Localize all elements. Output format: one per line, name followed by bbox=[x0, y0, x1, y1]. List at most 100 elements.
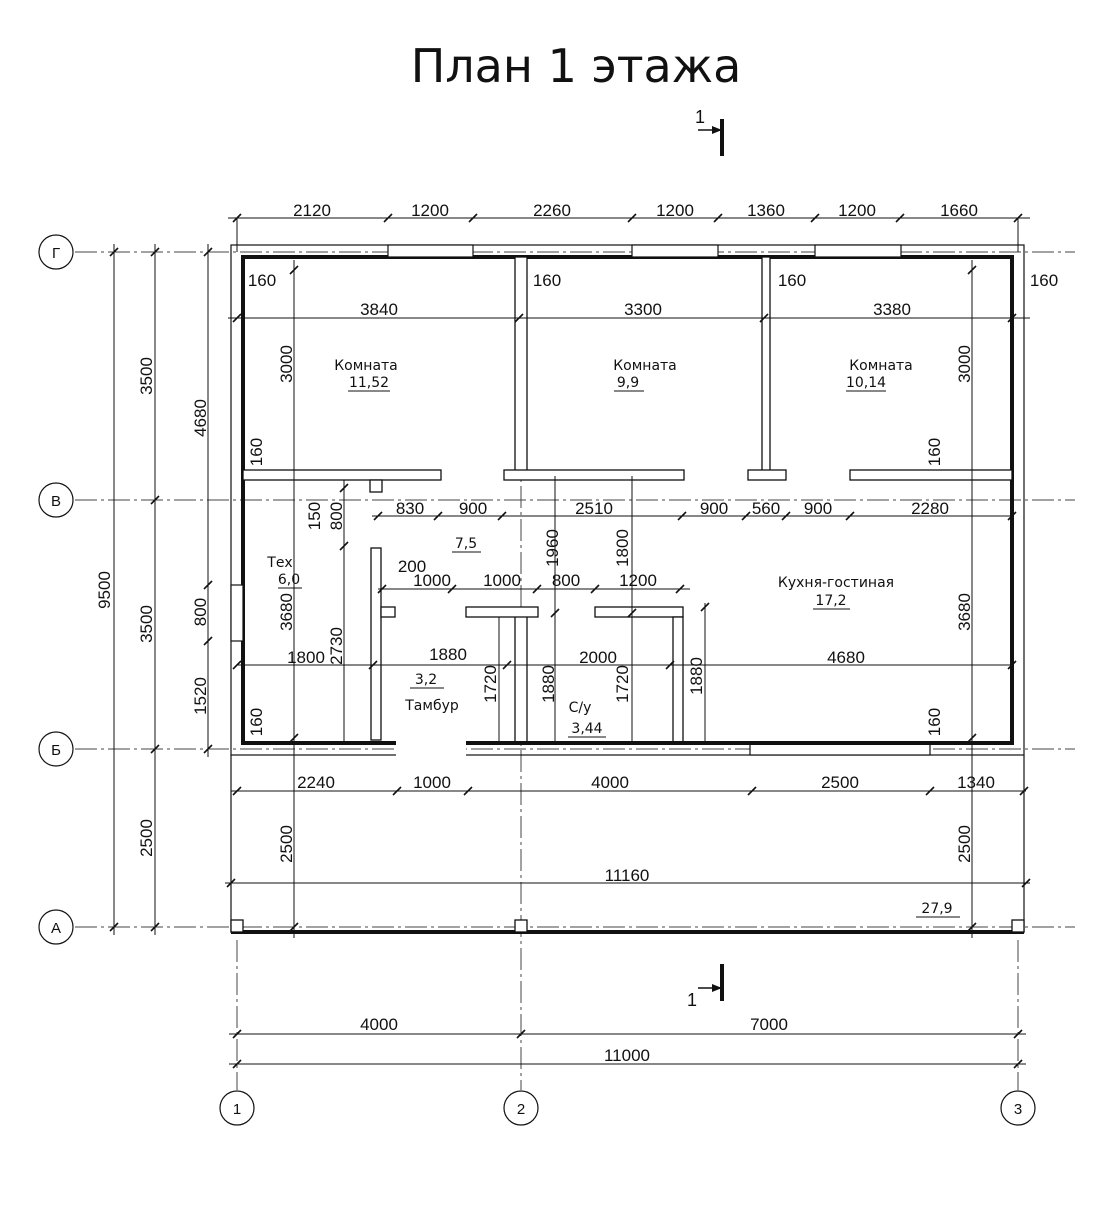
room-wc-name: С/у bbox=[569, 700, 592, 716]
room-tech-area: 6,0 bbox=[278, 572, 300, 588]
dim-room-height-right: 3000 bbox=[955, 345, 974, 383]
dim-200: 200 bbox=[398, 557, 426, 576]
dim-terrace-height-right: 2500 bbox=[955, 825, 974, 863]
section-mark-bottom: 1 bbox=[687, 964, 724, 1010]
dim-top-3: 2260 bbox=[533, 201, 571, 220]
axis-lines bbox=[75, 251, 1075, 1090]
svg-text:Б: Б bbox=[51, 742, 61, 759]
room-terrace-area: 27,9 bbox=[921, 901, 952, 917]
svg-text:3: 3 bbox=[1014, 1101, 1022, 1118]
section-label-top: 1 bbox=[695, 107, 705, 127]
dim-room-width-1: 3840 bbox=[360, 300, 398, 319]
room-2-area: 9,9 bbox=[617, 375, 639, 391]
axis-bubble-row-b: Б bbox=[38, 731, 74, 767]
room-labels: Комната 11,52 Комната 9,9 Комната 10,14 … bbox=[266, 358, 960, 918]
dim-top-4: 1200 bbox=[656, 201, 694, 220]
room-vestibule-area: 3,2 bbox=[415, 672, 437, 688]
dim-lower-3: 2000 bbox=[579, 648, 617, 667]
axis-bubble-row-g: Г bbox=[38, 234, 74, 270]
dimension-texts: 2120 1200 2260 1200 1360 1200 1660 160 1… bbox=[95, 201, 1058, 1065]
dim-160-v-right: 160 bbox=[925, 438, 944, 466]
dim-mid-7: 2280 bbox=[911, 499, 949, 518]
dim-left-total: 9500 bbox=[95, 571, 114, 609]
dim-terrace-5: 1340 bbox=[957, 773, 995, 792]
dim-terrace-3: 4000 bbox=[591, 773, 629, 792]
svg-text:2: 2 bbox=[517, 1101, 525, 1118]
dim-top-6: 1200 bbox=[838, 201, 876, 220]
room-wc-area: 3,44 bbox=[571, 721, 602, 737]
dim-left-outer-2: 3500 bbox=[137, 605, 156, 643]
dim-160-v-left: 160 bbox=[247, 438, 266, 466]
dim-terrace-height-left: 2500 bbox=[277, 825, 296, 863]
axis-bubble-row-v: В bbox=[38, 482, 74, 518]
dim-3680-right: 3680 bbox=[955, 593, 974, 631]
svg-text:А: А bbox=[51, 920, 61, 937]
room-tech-name: Тех bbox=[266, 555, 292, 571]
dim-mid-5: 560 bbox=[752, 499, 780, 518]
dim-room-width-2: 3300 bbox=[624, 300, 662, 319]
room-2-name: Комната bbox=[613, 358, 677, 374]
svg-text:В: В bbox=[51, 493, 61, 510]
dim-160-c: 160 bbox=[778, 271, 806, 290]
dim-axis-total: 11000 bbox=[604, 1046, 650, 1065]
dim-room-width-3: 3380 bbox=[873, 300, 911, 319]
room-kitchen-name: Кухня-гостиная bbox=[778, 575, 894, 591]
axis-bubble-col-1: 1 bbox=[219, 1090, 255, 1126]
dim-left-outer-3: 2500 bbox=[137, 819, 156, 857]
dim-terrace-2: 1000 bbox=[413, 773, 451, 792]
room-3-area: 10,14 bbox=[846, 375, 886, 391]
axis-bubble-row-a: А bbox=[38, 909, 74, 945]
dim-top-7: 1660 bbox=[940, 201, 978, 220]
dim-2730: 2730 bbox=[327, 627, 346, 665]
dim-terrace-4: 2500 bbox=[821, 773, 859, 792]
dim-1960: 1960 bbox=[543, 529, 562, 567]
dim-1880-a: 1880 bbox=[539, 665, 558, 703]
dim-1880-b: 1880 bbox=[687, 657, 706, 695]
svg-text:Г: Г bbox=[52, 245, 60, 262]
dim-mid-3: 2510 bbox=[575, 499, 613, 518]
walls bbox=[230, 244, 1025, 934]
room-kitchen-area: 17,2 bbox=[815, 593, 846, 609]
dim-1720-a: 1720 bbox=[481, 665, 500, 703]
dim-axis-2-3: 7000 bbox=[750, 1015, 788, 1034]
dim-3680-left: 3680 bbox=[277, 593, 296, 631]
dim-160-v-lower-right: 160 bbox=[925, 708, 944, 736]
dim-160-b: 160 bbox=[533, 271, 561, 290]
dim-mid-6: 900 bbox=[804, 499, 832, 518]
room-vestibule-name: Тамбур bbox=[404, 698, 459, 714]
dim-1720-b: 1720 bbox=[613, 665, 632, 703]
dim-1800-v: 1800 bbox=[613, 529, 632, 567]
dim-mid-1: 830 bbox=[396, 499, 424, 518]
section-mark-top: 1 bbox=[695, 107, 724, 156]
dim-door-3: 800 bbox=[552, 571, 580, 590]
dim-mid-2: 900 bbox=[459, 499, 487, 518]
axis-bubble-col-2: 2 bbox=[503, 1090, 539, 1126]
dim-terrace-1: 2240 bbox=[297, 773, 335, 792]
section-label-bottom: 1 bbox=[687, 990, 697, 1010]
dim-lower-2: 1880 bbox=[429, 645, 467, 664]
room-1-area: 11,52 bbox=[349, 375, 389, 391]
dim-door-4: 1200 bbox=[619, 571, 657, 590]
svg-text:1: 1 bbox=[233, 1101, 241, 1118]
dim-door-1: 1000 bbox=[413, 571, 451, 590]
room-hall-area: 7,5 bbox=[455, 536, 477, 552]
dim-top-5: 1360 bbox=[747, 201, 785, 220]
dim-left-inner-2: 800 bbox=[191, 598, 210, 626]
dim-160-a: 160 bbox=[248, 271, 276, 290]
dim-top-1: 2120 bbox=[293, 201, 331, 220]
dim-door-2: 1000 bbox=[483, 571, 521, 590]
dimension-ticks bbox=[109, 213, 1031, 1069]
dim-160-d: 160 bbox=[1030, 271, 1058, 290]
dim-mid-4: 900 bbox=[700, 499, 728, 518]
dim-total-inner: 11160 bbox=[605, 866, 650, 885]
plan-title: План 1 этажа bbox=[411, 39, 742, 93]
dim-160-v-lower-left: 160 bbox=[247, 708, 266, 736]
dim-left-inner-3: 1520 bbox=[191, 677, 210, 715]
dim-lower-4: 4680 bbox=[827, 648, 865, 667]
room-1-name: Комната bbox=[334, 358, 398, 374]
dim-150: 150 bbox=[305, 502, 324, 530]
dim-left-inner-1: 4680 bbox=[191, 399, 210, 437]
dim-top-2: 1200 bbox=[411, 201, 449, 220]
room-3-name: Комната bbox=[849, 358, 913, 374]
